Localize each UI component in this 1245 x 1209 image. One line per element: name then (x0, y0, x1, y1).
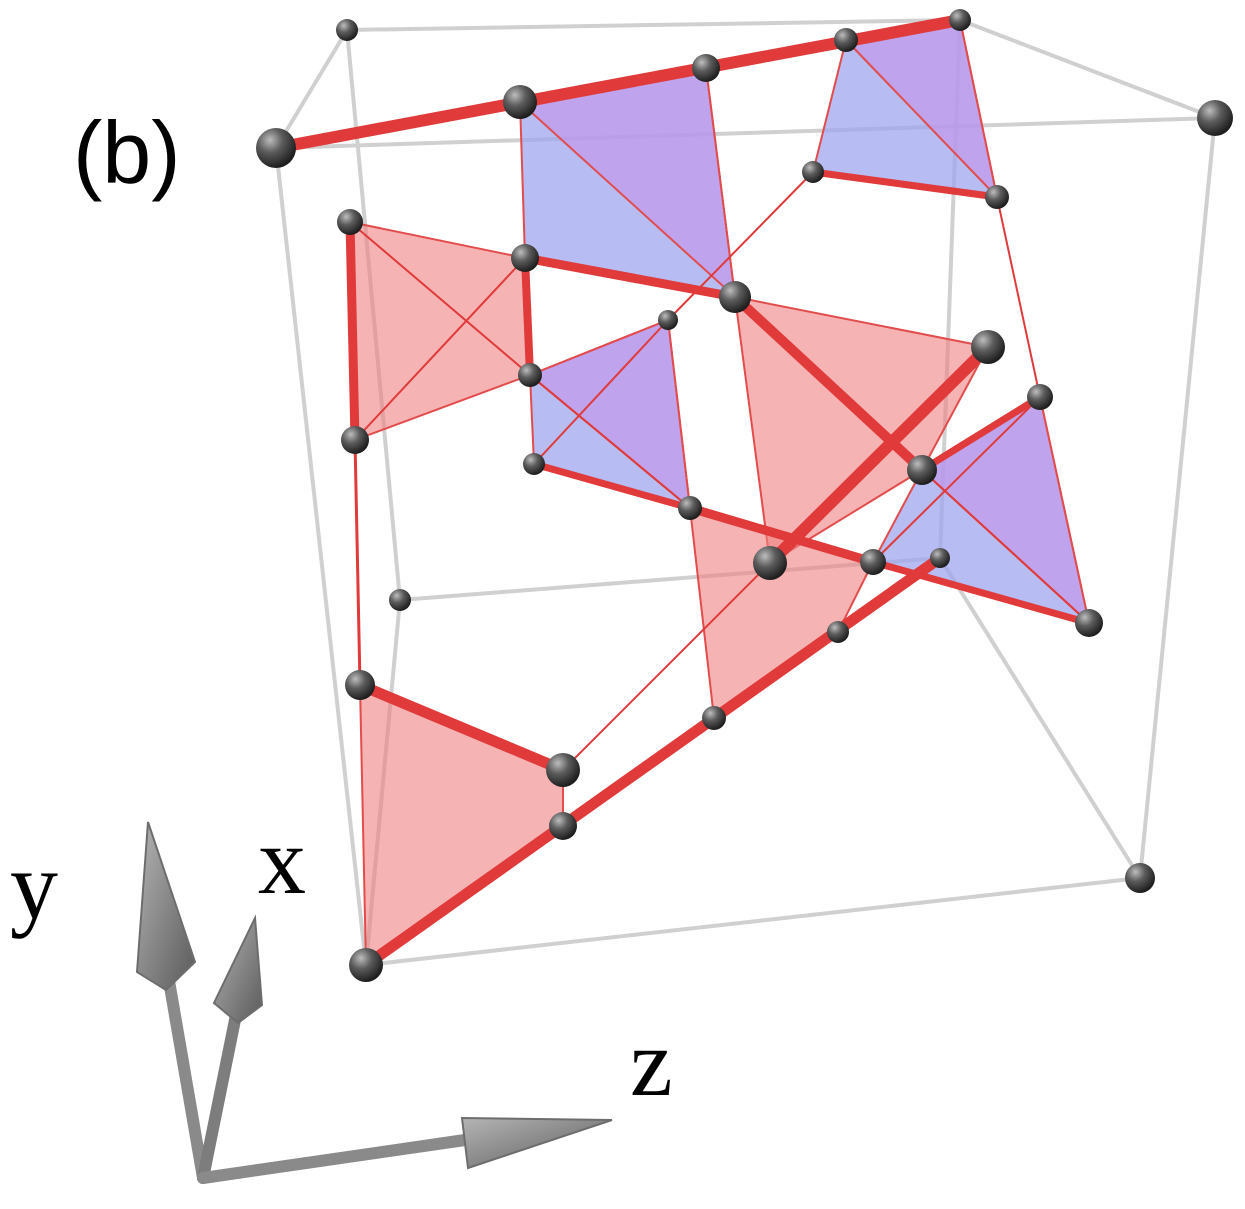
blue-violet-tetrahedra (517, 18, 1091, 626)
atom (549, 812, 577, 840)
atom (907, 455, 937, 485)
atom (503, 85, 537, 119)
atom (523, 453, 545, 475)
atom (336, 19, 358, 41)
red-tetrahedra (348, 220, 990, 967)
atom (337, 209, 363, 235)
atom (827, 621, 849, 643)
atom (349, 948, 383, 982)
panel-label: (b) (73, 103, 181, 202)
atom (1197, 100, 1233, 136)
axes-indicator (135, 821, 613, 1184)
atom (930, 548, 950, 568)
atom (1075, 609, 1103, 637)
atom (692, 54, 720, 82)
atom (719, 281, 751, 313)
atom (985, 185, 1009, 209)
y-axis-label: y (10, 832, 58, 939)
atom (658, 310, 678, 330)
z-axis-label: z (630, 1009, 673, 1116)
atom (702, 706, 726, 730)
atom (860, 549, 886, 575)
atom (518, 363, 542, 387)
atom (1125, 863, 1155, 893)
atom (753, 546, 787, 580)
x-axis-label: x (258, 807, 306, 914)
atom (389, 589, 411, 611)
atoms (256, 9, 1233, 982)
atom (971, 330, 1005, 364)
atom (511, 244, 539, 272)
atom (949, 9, 971, 31)
atom (802, 161, 824, 183)
atom (546, 753, 580, 787)
atom (834, 28, 858, 52)
atom (256, 128, 296, 168)
atom (345, 670, 375, 700)
atom (678, 496, 702, 520)
atom (341, 426, 369, 454)
atom (1027, 384, 1053, 410)
